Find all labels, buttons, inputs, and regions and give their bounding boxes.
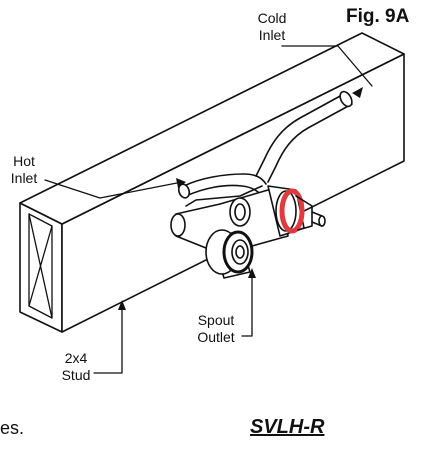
cold-supply-pipe [255,90,353,183]
figure-label: Fig. 9A [346,6,410,27]
spout-outlet-line-2: Outlet [197,329,235,345]
spout-outlet [205,229,254,279]
hot-supply-pipe [177,173,267,199]
cold-inlet-line-2: Inlet [258,27,286,43]
cropped-caption-text: es. [0,418,25,438]
cold-inlet-leader [281,45,373,87]
stud-line-2: Stud [61,367,91,383]
valve-body [170,185,289,253]
callout-leaders [44,45,373,374]
stud-top-face [19,32,405,225]
valve-stem [267,185,326,237]
hot-inlet-label: Hot Inlet [2,153,46,187]
stud-leader [93,303,123,374]
model-label: SVLH-R [250,416,325,438]
spout-outlet-line-1: Spout [197,312,235,328]
hot-inlet-leader [44,179,183,199]
cold-inlet-label: Cold Inlet [248,10,296,44]
cold-inlet-line-1: Cold [257,10,287,26]
stud-line-1: 2x4 [64,350,88,366]
spout-outlet-leader [241,271,253,337]
hot-inlet-line-2: Inlet [10,170,38,186]
hot-inlet-line-1: Hot [13,153,35,169]
stud-2x4 [19,32,405,333]
spout-outlet-label: Spout Outlet [190,312,242,346]
seal-ring [279,188,305,234]
stud-label: 2x4 Stud [56,350,96,384]
stud-end-grain-mark [28,213,53,319]
